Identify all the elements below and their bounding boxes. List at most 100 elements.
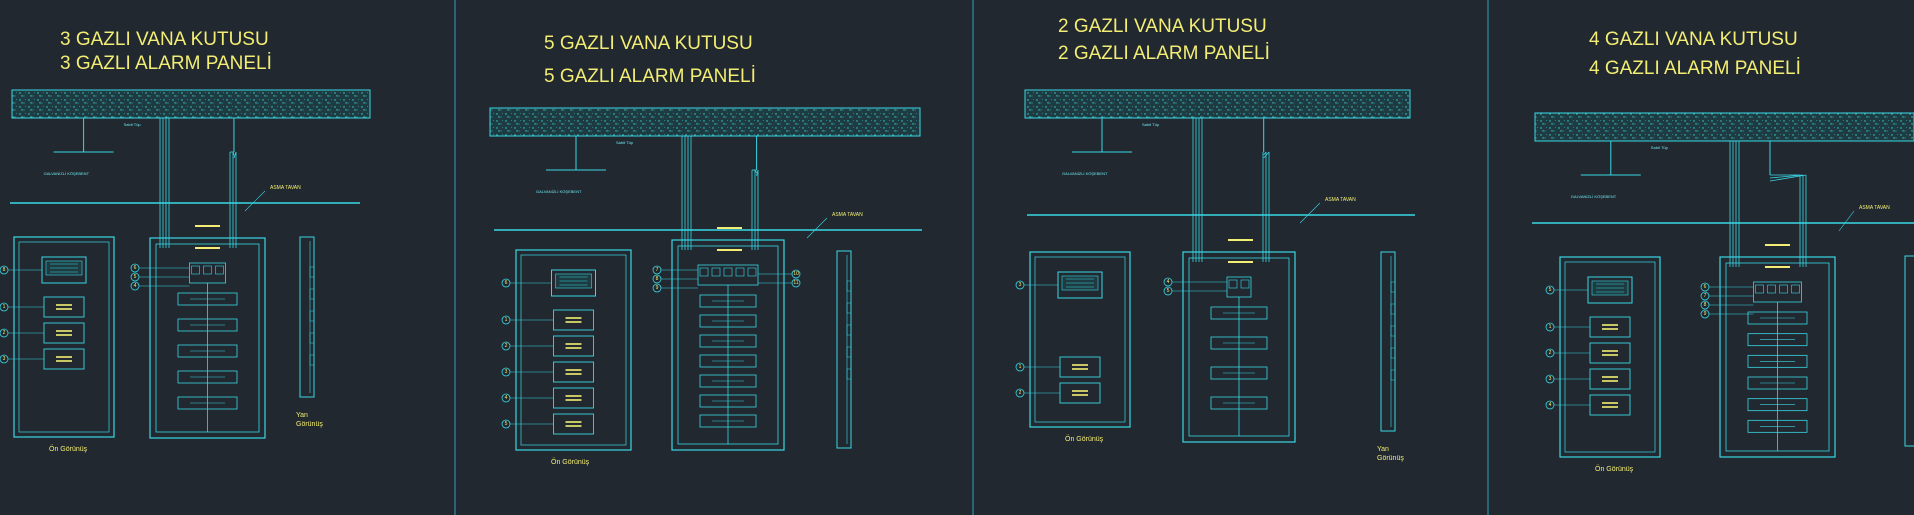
alarm-cabinet-outer — [1029, 251, 1131, 428]
callout-label: 3 — [1019, 282, 1022, 288]
callout-number: 3 — [1015, 280, 1025, 290]
callout-number: 6 — [130, 263, 140, 273]
callout-number: 8 — [652, 274, 662, 284]
alarm-cabinet-outer — [1559, 256, 1661, 458]
valve-box-outer — [1719, 256, 1836, 458]
callout-label: 6 — [134, 265, 137, 271]
callout-label: 2 — [1019, 390, 1022, 396]
callout-label: 2 — [3, 330, 6, 336]
gas-pipe-bend — [756, 169, 759, 177]
panel-dividers — [454, 0, 1489, 515]
gas-pipe-bend — [233, 151, 237, 159]
gas-alarm-module — [553, 413, 594, 435]
callout-label: 3 — [505, 369, 508, 375]
callout-number: 3 — [1545, 374, 1555, 384]
ceiling-leader-line — [1299, 202, 1321, 224]
callout-number: 5 — [130, 272, 140, 282]
callout-number: 6 — [1700, 282, 1710, 292]
slab-label: Sabit Tüp — [1651, 145, 1669, 150]
gas-alarm-module — [553, 361, 594, 383]
gas-alarm-module — [1589, 394, 1631, 416]
callout-label: 1 — [505, 317, 508, 323]
callout-number: 5 — [1163, 286, 1173, 296]
slab-label: Sabit Tüp — [616, 140, 634, 145]
side-view-outer — [299, 236, 315, 398]
callout-number: 2 — [1015, 388, 1025, 398]
callout-number: 1 — [501, 315, 511, 325]
side-view-tab — [846, 302, 852, 314]
manifold-valve — [203, 265, 212, 275]
callout-number: 10 — [791, 269, 801, 279]
alarm-cabinet-inner — [1034, 256, 1126, 423]
gas-alarm-module — [1589, 368, 1631, 390]
alarm-cabinet-inner — [520, 254, 627, 446]
side-view-tab — [846, 280, 852, 292]
panel-title-line1: 2 GAZLI VANA KUTUSU — [1058, 16, 1267, 37]
callout-label: 9 — [656, 285, 659, 291]
manifold-valve — [215, 265, 224, 275]
callout-label: 2 — [1549, 350, 1552, 356]
concrete-slab — [489, 107, 921, 137]
side-view-tab — [1390, 281, 1396, 293]
side-view-label-1: Yan — [296, 412, 308, 419]
gas-pipe-bend — [1263, 151, 1270, 159]
callout-number: 1 — [0, 302, 9, 312]
side-view-tab — [846, 324, 852, 336]
gas-pipe-bend — [232, 151, 235, 156]
callout-number: 3 — [0, 354, 9, 364]
side-view-tab — [309, 288, 315, 300]
side-view-tab — [1390, 347, 1396, 359]
side-view-tab — [309, 332, 315, 344]
slab-label: Sabit Tüp — [1142, 122, 1160, 127]
gas-alarm-module — [43, 322, 85, 344]
concrete-slab — [1534, 112, 1914, 142]
ceiling-leader-line — [244, 190, 266, 212]
front-view-label: Ön Görünüş — [1595, 465, 1634, 473]
manifold-valve — [747, 267, 757, 277]
callout-number: 7 — [652, 265, 662, 275]
alarm-cabinet-outer — [13, 236, 115, 438]
front-view-label: Ön Görünüş — [1065, 435, 1104, 443]
callout-label: 4 — [505, 395, 508, 401]
callout-number: 5 — [501, 419, 511, 429]
alarm-cabinet-inner — [18, 241, 110, 433]
side-view-tab — [846, 346, 852, 358]
gas-alarm-module — [1059, 356, 1101, 378]
callout-number: 9 — [1700, 309, 1710, 319]
panel-title-line2: 5 GAZLI ALARM PANELİ — [544, 66, 756, 87]
valve-box-outer — [149, 237, 266, 439]
gas-pipe-bend — [754, 169, 757, 174]
callout-number: 1 — [1545, 322, 1555, 332]
side-view-label-2: Görünüş — [1377, 455, 1404, 462]
angle-bracket-label: GALVANİZLİ KÖŞEBENT — [1571, 194, 1617, 199]
panel-title-line2: 3 GAZLI ALARM PANELİ — [60, 53, 272, 74]
callout-label: 3 — [3, 356, 6, 362]
callout-label: 8 — [3, 267, 6, 273]
ceiling-label: ASMA TAVAN — [1325, 197, 1356, 203]
callout-label: 9 — [1704, 311, 1707, 317]
callout-label: 11 — [793, 280, 798, 286]
side-view-tab — [309, 266, 315, 278]
callout-label: 10 — [793, 271, 799, 277]
gas-alarm-module — [553, 309, 594, 331]
side-view-tab — [309, 310, 315, 322]
valve-box-outer — [671, 239, 785, 451]
manifold-valve — [191, 265, 200, 275]
side-view-tab — [1390, 325, 1396, 337]
side-view-tab — [1390, 303, 1396, 315]
panel-title-line1: 5 GAZLI VANA KUTUSU — [544, 33, 753, 54]
angle-bracket-label: GALVANİZLİ KÖŞEBENT — [44, 171, 90, 176]
alarm-cabinet-inner — [1564, 261, 1656, 453]
manifold-valve — [735, 267, 745, 277]
front-view-label: Ön Görünüş — [49, 445, 88, 453]
callout-number: 2 — [0, 328, 9, 338]
callout-label: 2 — [505, 343, 508, 349]
callout-label: 8 — [1704, 302, 1707, 308]
callout-label: 1 — [1549, 324, 1552, 330]
manifold-valve — [711, 267, 721, 277]
callout-label: 5 — [1167, 288, 1170, 294]
